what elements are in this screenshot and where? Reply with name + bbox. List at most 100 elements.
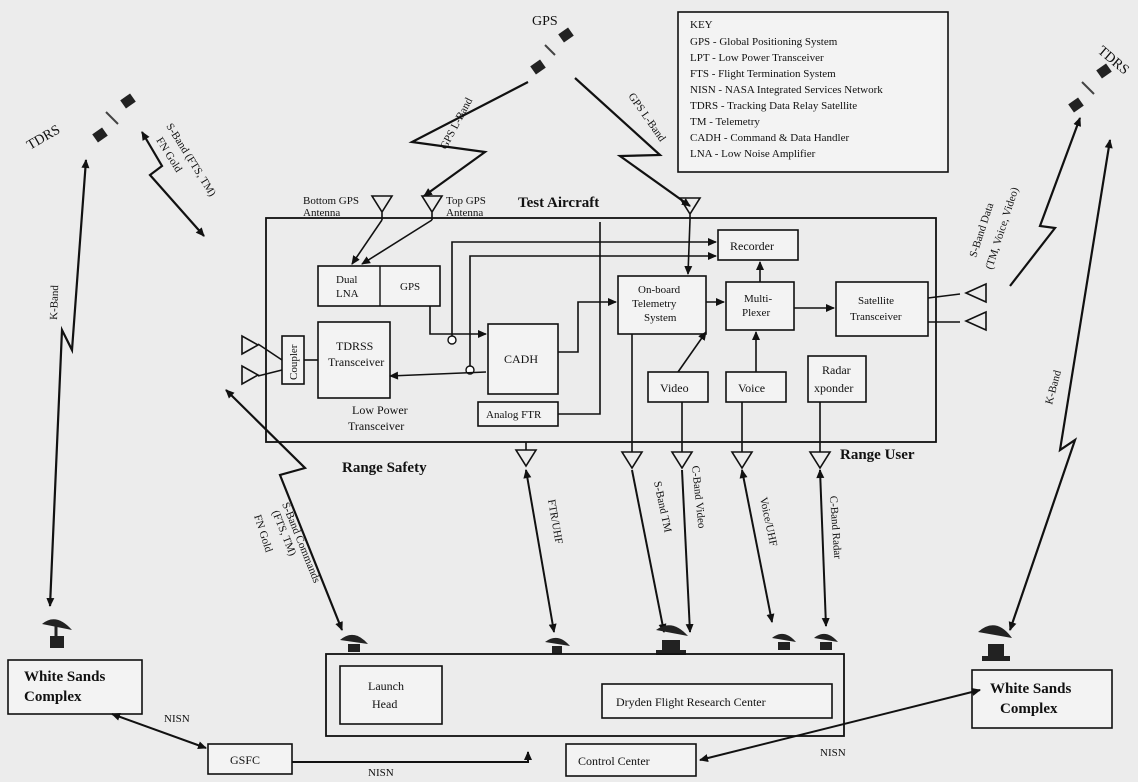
satellite-antennas bbox=[964, 282, 987, 332]
control-center: Control Center bbox=[565, 743, 697, 777]
dish-icon bbox=[772, 633, 796, 650]
dual-lna-gps-block: Dual LNA GPS bbox=[317, 265, 441, 307]
tdrs-right-satellite-icon bbox=[1068, 63, 1112, 113]
test-aircraft-title: Test Aircraft bbox=[518, 195, 599, 211]
tdrss-transceiver-label: TDRSS bbox=[336, 339, 373, 353]
white-sands-left-label: White Sands bbox=[24, 669, 105, 685]
dish-icon bbox=[656, 625, 688, 655]
onboard-telemetry-label: Telemetry bbox=[632, 298, 677, 310]
coupler-block: Coupler bbox=[281, 335, 305, 385]
test-aircraft: Test Aircraft Range Safety Range User bbox=[265, 195, 937, 476]
tdrss-antennas bbox=[241, 334, 260, 386]
onboard-telemetry-label: System bbox=[644, 312, 677, 324]
satellite-transceiver-block: Satellite Transceiver bbox=[835, 281, 929, 337]
key-entry: GPS - Global Positioning System bbox=[690, 36, 838, 48]
analog-ftr-label: Analog FTR bbox=[486, 409, 542, 421]
fn-gold-label: FN Gold bbox=[251, 513, 275, 554]
dryden-center: Dryden Flight Research Center bbox=[601, 683, 833, 719]
dual-lna-label: LNA bbox=[336, 288, 359, 300]
k-band-right-label: K-Band bbox=[1043, 369, 1064, 406]
multiplexer-block: Multi- Plexer bbox=[725, 281, 795, 331]
key-entry: NISN - NASA Integrated Services Network bbox=[690, 84, 883, 96]
nisn-right-label: NISN bbox=[820, 747, 846, 759]
white-sands-right: White Sands Complex bbox=[971, 669, 1113, 729]
control-center-label: Control Center bbox=[578, 754, 650, 768]
key-legend: KEY GPS - Global Positioning System LPT … bbox=[677, 11, 949, 173]
launch-head-label: Head bbox=[372, 697, 397, 711]
key-entry: CADH - Command & Data Handler bbox=[690, 132, 849, 144]
gsfc-label: GSFC bbox=[230, 753, 260, 767]
gps-l-band-left-label: GPS L-Band bbox=[438, 95, 475, 151]
white-sands-left: White Sands Complex bbox=[7, 659, 143, 715]
voice-uhf-label: Voice/UHF bbox=[757, 496, 779, 547]
recorder-block: Recorder bbox=[717, 229, 799, 261]
radio-links: GPS L-Band GPS L-Band S-Band (FTS, TM) F… bbox=[46, 77, 1113, 633]
dish-icon bbox=[814, 633, 838, 650]
dish-icon bbox=[978, 625, 1012, 661]
bottom-gps-antenna: Bottom GPS Antenna bbox=[303, 195, 394, 220]
radar-xponder-label: Radar bbox=[822, 363, 851, 377]
nisn-bottom-label: NISN bbox=[368, 767, 394, 779]
tdrs-left-label: TDRS bbox=[25, 123, 64, 154]
white-sands-left-label: Complex bbox=[24, 689, 82, 705]
c-band-radar-label: C-Band Radar bbox=[827, 495, 843, 559]
top-gps-antenna-label: Antenna bbox=[446, 207, 483, 219]
key-entry: FTS - Flight Termination System bbox=[690, 68, 836, 80]
multiplexer-label: Multi- bbox=[744, 293, 772, 305]
c-band-video-label: C-Band Video bbox=[689, 465, 708, 529]
onboard-telemetry-block: On-board Telemetry System bbox=[617, 275, 707, 335]
cadh-block: CADH bbox=[487, 323, 559, 395]
gps-satellite-label: GPS bbox=[532, 14, 558, 29]
ftr-uhf-label: FTR/UHF bbox=[545, 498, 565, 545]
range-user-label: Range User bbox=[840, 447, 915, 463]
tdrs-right-satellite: TDRS bbox=[1068, 44, 1131, 113]
onboard-telemetry-label: On-board bbox=[638, 284, 681, 296]
dual-lna-label: Dual bbox=[336, 274, 357, 286]
s-band-tm-label: S-Band TM bbox=[651, 480, 674, 534]
key-entry: TM - Telemetry bbox=[690, 116, 760, 128]
key-title: KEY bbox=[690, 19, 713, 31]
dish-icon bbox=[340, 634, 368, 652]
bottom-antennas bbox=[514, 334, 832, 470]
key-entry: LNA - Low Noise Amplifier bbox=[690, 148, 816, 160]
multiplexer-label: Plexer bbox=[742, 307, 770, 319]
radar-xponder-label: xponder bbox=[814, 381, 853, 395]
nisn-links: NISN NISN NISN bbox=[111, 688, 981, 779]
tdrs-left-satellite-icon bbox=[92, 93, 136, 143]
white-sands-right-label: White Sands bbox=[990, 681, 1071, 697]
bottom-gps-antenna-label: Antenna bbox=[303, 207, 340, 219]
key-entry: LPT - Low Power Transceiver bbox=[690, 52, 824, 64]
ground-dishes bbox=[42, 619, 1012, 661]
gps-satellite-icon bbox=[530, 27, 574, 75]
satellite-transceiver-label: Satellite bbox=[858, 295, 894, 307]
top-gps-antenna: Top GPS Antenna bbox=[420, 195, 486, 220]
tdrs-left-satellite: TDRS bbox=[25, 93, 136, 153]
key-entry: TDRS - Tracking Data Relay Satellite bbox=[690, 100, 857, 112]
low-power-transceiver-label: Transceiver bbox=[348, 419, 404, 433]
k-band-left-label: K-Band bbox=[48, 284, 61, 320]
voice-label: Voice bbox=[738, 381, 765, 395]
white-sands-right-label: Complex bbox=[1000, 701, 1058, 717]
low-power-transceiver-label: Low Power bbox=[352, 403, 408, 417]
s-band-data-label: (TM, Voice, Video) bbox=[983, 186, 1021, 271]
coupler-label: Coupler bbox=[288, 344, 300, 380]
cadh-label: CADH bbox=[504, 352, 538, 366]
tdrss-transceiver-block: TDRSS Transceiver bbox=[317, 321, 391, 399]
radar-xponder-block: Radar xponder bbox=[807, 355, 867, 403]
voice-block: Voice bbox=[725, 371, 787, 403]
dish-icon bbox=[42, 619, 72, 648]
tdrss-transceiver-label: Transceiver bbox=[328, 355, 384, 369]
range-safety-label: Range Safety bbox=[342, 460, 427, 476]
launch-head-label: Launch bbox=[368, 679, 404, 693]
top-gps-antenna-label: Top GPS bbox=[446, 195, 486, 207]
analog-ftr-block: Analog FTR bbox=[477, 401, 559, 427]
video-block: Video bbox=[647, 371, 709, 403]
recorder-label: Recorder bbox=[730, 239, 774, 253]
bottom-gps-antenna-label: Bottom GPS bbox=[303, 195, 359, 207]
dryden-label: Dryden Flight Research Center bbox=[616, 695, 766, 709]
nisn-left-label: NISN bbox=[164, 713, 190, 725]
gps-block-label: GPS bbox=[400, 281, 420, 293]
dish-icon bbox=[545, 637, 570, 654]
satellite-transceiver-label: Transceiver bbox=[850, 311, 902, 323]
